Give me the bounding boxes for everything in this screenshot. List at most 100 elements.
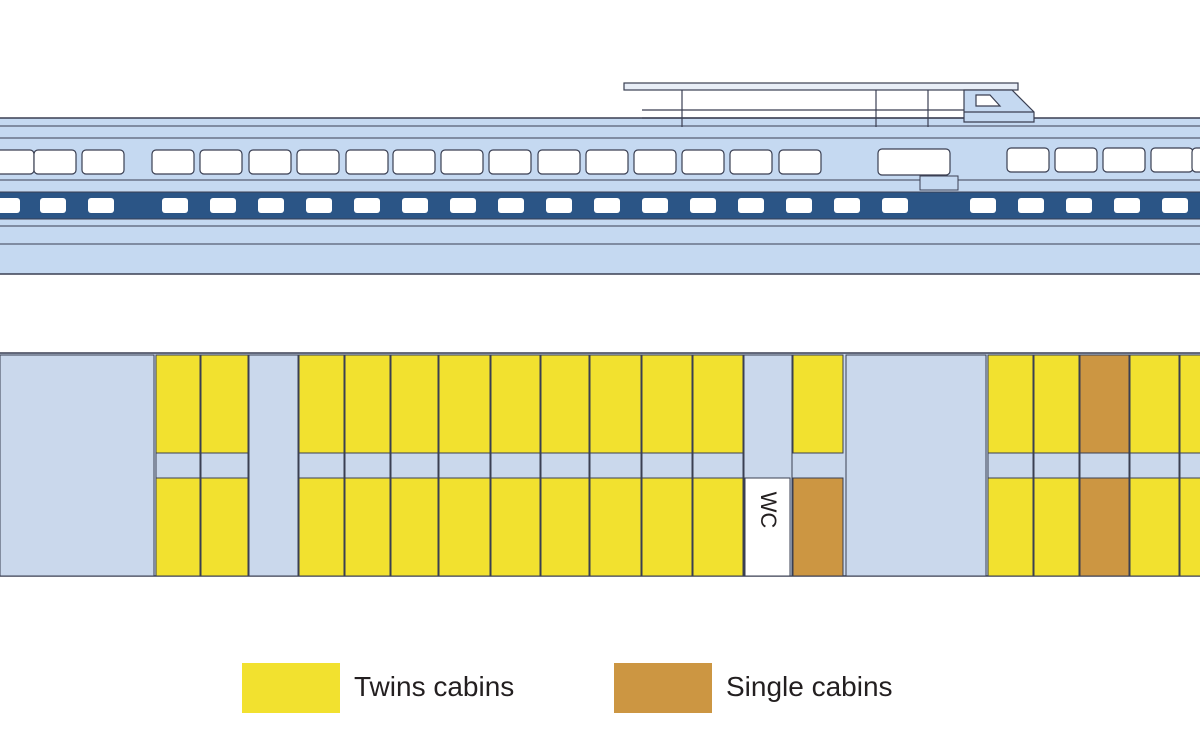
window (248, 149, 292, 175)
window (1054, 147, 1098, 173)
window (1191, 147, 1200, 173)
corridor-segment (1179, 452, 1200, 479)
corridor-segment (298, 452, 345, 479)
porthole (40, 198, 66, 213)
window (585, 149, 629, 175)
open-area (248, 354, 299, 577)
cabin-lower (1129, 477, 1180, 577)
cabin-lower (490, 477, 541, 577)
porthole (594, 198, 620, 213)
window (633, 149, 677, 175)
legend-label-single: Single cabins (726, 671, 893, 702)
cabin-lower (344, 477, 391, 577)
wheelhouse (963, 89, 1035, 123)
cabin-upper (438, 354, 491, 454)
corridor-segment (540, 452, 590, 479)
porthole (1066, 198, 1092, 213)
cabin-upper (692, 354, 744, 454)
cabins (0, 354, 1200, 577)
corridor-segment (390, 452, 439, 479)
cabin-lower (390, 477, 439, 577)
open-area (0, 354, 155, 577)
porthole (402, 198, 428, 213)
corridor-segment (589, 452, 642, 479)
porthole (354, 198, 380, 213)
porthole (88, 198, 114, 213)
porthole (970, 198, 996, 213)
cabin-upper (1179, 354, 1200, 454)
corridor-segment (344, 452, 391, 479)
porthole (162, 198, 188, 213)
window (33, 149, 77, 175)
porthole (786, 198, 812, 213)
porthole (306, 198, 332, 213)
legend-label-twin: Twins cabins (354, 671, 515, 702)
cabin-lower (1033, 477, 1080, 577)
window (1102, 147, 1146, 173)
cabin-upper (298, 354, 345, 454)
window (345, 149, 389, 175)
window (729, 149, 773, 175)
cabin-lower (200, 477, 249, 577)
cabin-lower (641, 477, 693, 577)
cabin-upper (987, 354, 1034, 454)
upper-windows (0, 147, 1200, 176)
legend-swatch-single (614, 663, 712, 713)
corridor-segment (490, 452, 541, 479)
window (0, 149, 35, 175)
corridor-segment (155, 452, 201, 479)
cabin-lower (540, 477, 590, 577)
cabin-lower (1179, 477, 1200, 577)
porthole (1114, 198, 1140, 213)
deck-plan: WC (0, 352, 1200, 577)
window (778, 149, 822, 175)
porthole (258, 198, 284, 213)
cabin-upper (540, 354, 590, 454)
porthole (0, 198, 20, 213)
corridor-segment (1129, 452, 1180, 479)
window (537, 149, 581, 175)
cabin-lower (298, 477, 345, 577)
cabin-upper (641, 354, 693, 454)
porthole (450, 198, 476, 213)
porthole (546, 198, 572, 213)
cabin-upper (589, 354, 642, 454)
open-area (845, 354, 987, 577)
window (1006, 147, 1050, 173)
porthole (738, 198, 764, 213)
porthole (690, 198, 716, 213)
cabin-upper (1079, 354, 1130, 454)
porthole (498, 198, 524, 213)
porthole (834, 198, 860, 213)
porthole (882, 198, 908, 213)
cabin-upper (792, 354, 844, 454)
corridor-segment (200, 452, 249, 479)
corridor-segment (641, 452, 693, 479)
porthole (642, 198, 668, 213)
window (151, 149, 195, 175)
corridor-segment (1033, 452, 1080, 479)
cabin-upper (390, 354, 439, 454)
window (296, 149, 340, 175)
window-large (877, 148, 951, 176)
cabin-upper (200, 354, 249, 454)
window (488, 149, 532, 175)
corridor-segment (1079, 452, 1130, 479)
cabin-lower (1079, 477, 1130, 577)
sun-deck-canopy (623, 82, 1019, 127)
cabin-lower (692, 477, 744, 577)
corridor-segment (438, 452, 491, 479)
wc-box (744, 477, 791, 577)
corridor-segment (692, 452, 744, 479)
cabin-upper (490, 354, 541, 454)
window (440, 149, 484, 175)
porthole (1162, 198, 1188, 213)
cabin-lower (589, 477, 642, 577)
corridor-segment (987, 452, 1034, 479)
window (392, 149, 436, 175)
cabin-lower (792, 477, 844, 577)
deck-structure (919, 175, 959, 191)
legend-swatch-twin (242, 663, 340, 713)
cabin-upper (155, 354, 201, 454)
window (1150, 147, 1194, 173)
